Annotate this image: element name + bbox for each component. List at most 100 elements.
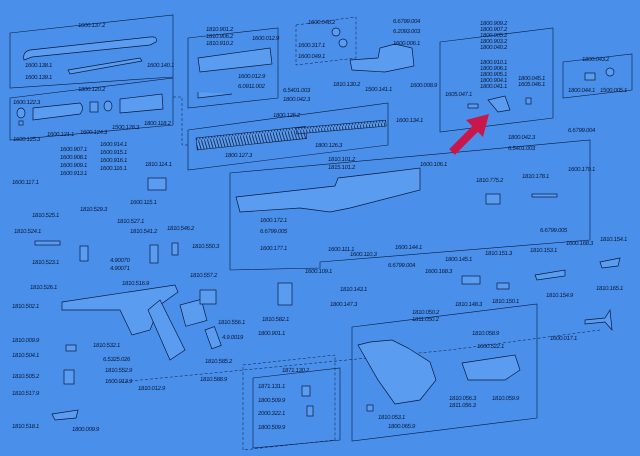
part-number-label: 1800.042.3	[507, 135, 536, 141]
part-number-label: 1810.504.1	[11, 353, 40, 359]
part-number-label: 1810.059.9	[491, 396, 520, 402]
part-number-label: 1600.140.1	[146, 63, 175, 69]
part-number-label: 1600.109.1	[304, 269, 333, 275]
part-number-label: 1800.145.1	[444, 257, 473, 263]
part-number-label: 1810.505.2	[11, 374, 40, 380]
part-number-label: 1600.122.3	[12, 100, 41, 106]
part-number-label: 1800.509.9	[257, 425, 286, 431]
part-number-label: 1600.134.1	[395, 118, 424, 124]
part-number-label: 1810.532.1	[92, 343, 121, 349]
part-number-label: 1800.009.9	[71, 427, 100, 433]
receiver-part	[235, 167, 421, 213]
part-number-label: 1500.141.1	[364, 87, 393, 93]
group-box-safety	[252, 367, 341, 449]
part-number-label: 1810.058.9	[471, 331, 500, 337]
part-number-label: 1600.110.3	[349, 252, 377, 258]
part-number-label: 1600.049.1	[297, 54, 326, 60]
part-number-label: 4.9.0019	[221, 335, 244, 341]
part-number-label: 1811.050.2	[411, 317, 439, 323]
secondary-spring	[295, 119, 387, 135]
part-number-label: 1800.043.2	[581, 57, 610, 63]
part-number-label: 1810.053.1	[377, 415, 406, 421]
part-number-label: 1600.914.1	[99, 142, 128, 148]
part-number-label: 1810.154.9	[545, 293, 574, 299]
part-number-label: 1810.050.2	[411, 310, 440, 316]
part-number-label: 1810.178.1	[521, 174, 550, 180]
part-number-label: 6.6799.004	[392, 19, 421, 25]
part-number-label: 6.6799.004	[387, 263, 416, 269]
part-number-label: 1800.509.9	[257, 398, 286, 404]
part-number-label: 1800.126.3	[314, 143, 343, 149]
group-box-breech	[187, 27, 279, 109]
part-number-label: 1600.017.1	[549, 336, 578, 342]
part-number-label: 1500.005.1	[599, 88, 628, 94]
part-number-label: 1810.585.2	[204, 359, 233, 365]
part-number-label: 1600.125.3	[12, 137, 41, 143]
group-box-receiver	[229, 139, 591, 271]
red-pointer-arrow-icon	[449, 114, 489, 155]
part-number-label: 1871.130.2	[281, 368, 310, 374]
part-number-label: 1810.114.1	[144, 162, 172, 168]
part-number-label: 1810.516.9	[121, 281, 150, 287]
part-number-label: 1800.901.1	[257, 331, 286, 337]
part-number-label: 6.5401.003	[507, 146, 536, 152]
group-box-safety-outer	[242, 354, 336, 451]
part-number-label: 6.6799.004	[567, 128, 596, 134]
top-cover-part	[23, 36, 157, 61]
part-number-label: 1800.042.3	[282, 97, 311, 103]
part-number-label: 1810.148.3	[454, 302, 483, 308]
part-number-label: 1600.177.1	[259, 246, 288, 252]
part-number-label: 1810.150.1	[491, 299, 520, 305]
part-number-label: 1810.165.1	[595, 286, 624, 292]
part-number-label: 1810.012.9	[137, 386, 166, 392]
part-number-label: 1810.009.9	[11, 338, 40, 344]
part-number-label: 1600.116.1	[99, 166, 127, 172]
part-number-label: 1810.056.3	[448, 396, 477, 402]
part-number-label: 1605.047.1	[444, 92, 473, 98]
part-number-label: 1600.915.1	[99, 150, 128, 156]
part-number-label: 1600.179.1	[567, 167, 596, 173]
part-number-label: 1810.502.1	[11, 304, 40, 310]
part-number-label: 1810.906.2	[205, 34, 234, 40]
part-number-label: 1810.101.2	[327, 157, 356, 163]
part-number-label: 1600.909.1	[59, 163, 88, 169]
part-number-label: 1600.106.1	[419, 162, 448, 168]
part-number-label: 1600.144.1	[394, 245, 423, 251]
part-number-label: 1810.524.1	[13, 229, 42, 235]
part-number-label: 4.90071	[109, 266, 130, 272]
part-number-label: 4.90070	[109, 258, 130, 264]
forend-part	[461, 354, 521, 381]
part-number-label: 1600.317.1	[297, 43, 326, 49]
part-number-label: 1810.588.9	[199, 377, 228, 383]
group-box-cylinder	[9, 77, 174, 141]
part-number-label: 1810.901.2	[205, 27, 234, 33]
part-number-label: 1810.550.3	[191, 244, 220, 250]
part-number-label: 1600.124.3	[79, 130, 108, 136]
part-number-label: 1810.526.1	[29, 285, 58, 291]
part-number-label: 1600.121.1	[46, 132, 75, 138]
part-number-label: 1810.153.1	[529, 248, 558, 254]
part-number-label: 1810.518.1	[11, 424, 40, 430]
part-number-label: 6.6799.005	[259, 229, 288, 235]
part-number-label: 1810.582.1	[261, 317, 290, 323]
group-box-loading-gate	[439, 27, 554, 133]
breech-part	[197, 47, 273, 73]
part-number-label: 1600.139.1	[24, 75, 53, 81]
part-number-label: 1600.117.1	[11, 180, 39, 186]
group-box-springs	[187, 102, 389, 171]
part-number-label: 1800.044.1	[567, 88, 596, 94]
part-number-label: 1810.910.2	[205, 41, 234, 47]
part-number-label: 1810.546.2	[166, 226, 195, 232]
part-number-label: 1600.012.9	[251, 36, 280, 42]
part-number-label: 1600.168.3	[565, 241, 594, 247]
part-number-label: 1600.168.3	[424, 269, 453, 275]
part-number-label: 1800.120.2	[77, 87, 106, 93]
cylinder-part	[32, 102, 83, 121]
part-number-label: 1810.552.9	[104, 368, 133, 374]
part-number-label: 1800.041.1	[479, 84, 508, 90]
group-box-grip	[351, 303, 538, 442]
part-number-label: 1810.523.1	[31, 260, 60, 266]
part-number-label: 6.6799.005	[539, 228, 568, 234]
group-box-sight	[562, 53, 633, 99]
